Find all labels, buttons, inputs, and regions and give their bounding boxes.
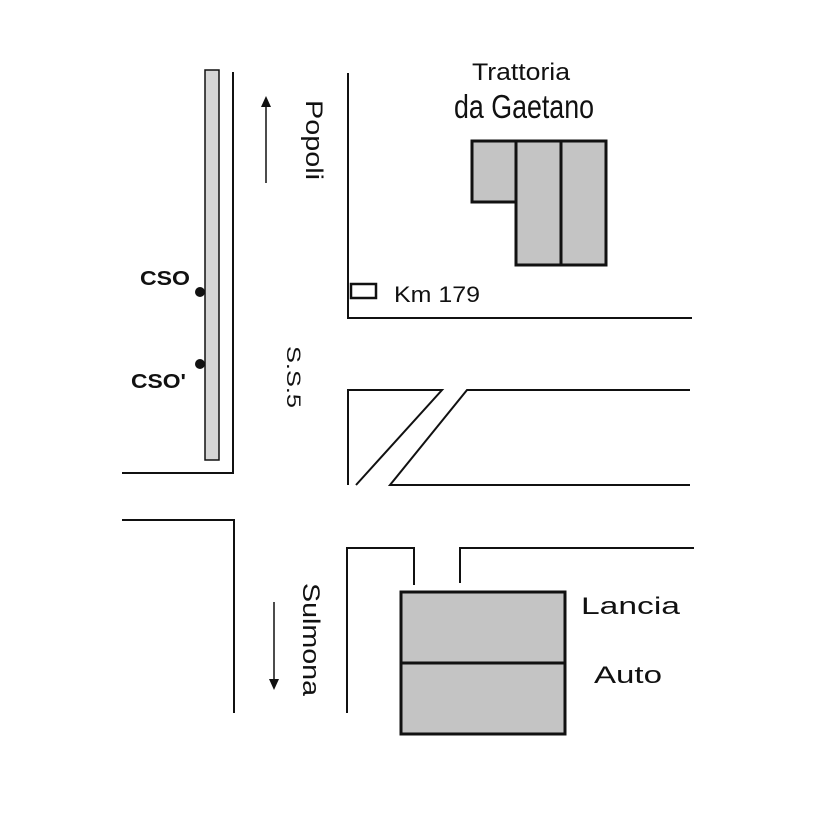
trattoria-building-small	[470, 139, 518, 204]
left-road-upper	[122, 72, 234, 474]
cso-point	[195, 287, 205, 297]
cso-label: CSO	[140, 268, 190, 290]
road-name-label: S.S.5	[282, 346, 303, 408]
north-arrow-icon	[261, 96, 271, 107]
dealer-label-line1: Lancia	[581, 593, 681, 620]
trattoria-title-line2: da Gaetano	[454, 88, 594, 125]
right-road-lower	[346, 547, 415, 713]
direction-south-label: Sulmona	[297, 583, 324, 697]
trattoria-title-line1: Trattoria	[472, 59, 571, 86]
dealer-building-lower	[399, 661, 567, 736]
dealer-label-line2: Auto	[594, 662, 662, 689]
trattoria-building-right	[559, 139, 608, 267]
km-marker-label: Km 179	[394, 282, 480, 307]
trattoria-building-middle	[514, 139, 563, 267]
direction-north-label: Popoli	[300, 100, 327, 180]
km-marker-box	[349, 282, 378, 300]
cso-prime-label: CSO'	[131, 371, 186, 393]
south-arrow-icon	[269, 679, 279, 690]
slip-road-right	[387, 389, 690, 486]
cso-prime-point	[195, 359, 205, 369]
dealer-building-upper	[399, 590, 567, 665]
left-road-lower	[122, 519, 235, 713]
right-road-upper	[347, 73, 692, 319]
right-road-lower-east	[459, 547, 694, 583]
platform-strip	[204, 69, 220, 461]
slip-road-left	[347, 389, 445, 486]
